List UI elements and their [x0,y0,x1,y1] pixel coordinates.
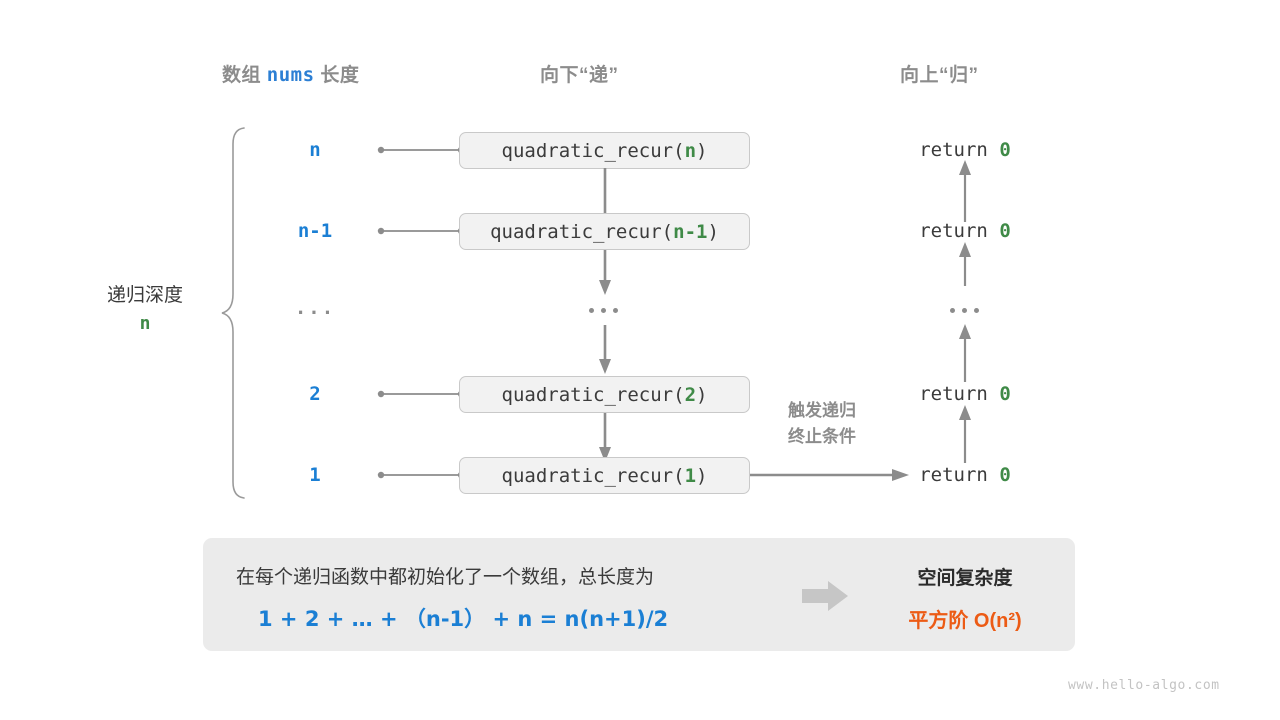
return-label-1-value: 0 [999,464,1011,486]
dot [613,308,618,313]
return-label-2-text: return [919,383,1000,405]
complexity-value: 平方阶 O(n²) [908,610,1022,632]
return-label-n-text: return [919,139,1000,161]
header-ascend: 向上“归” [900,65,979,86]
call-box-n-suffix: ) [696,139,708,162]
recursion-depth-title: 递归深度 [106,285,183,306]
header-descend: 向下“递” [540,65,619,86]
descend-arrow-3 [598,325,612,375]
level-label-1: 1 [309,464,321,486]
connector-line-n-minus-1 [376,223,466,239]
header-array-length-code: nums [266,64,315,86]
summary-formula: 1 + 2 + … + （n-1） + n = n(n+1)/2 [258,607,669,631]
dot [950,308,955,313]
return-label-1-text: return [919,464,1000,486]
descend-ellipsis [589,308,618,313]
termination-note: 触发递归 终止条件 [762,398,882,451]
header-array-length-prefix: 数组 [222,65,267,86]
level-label-2: 2 [309,383,321,405]
ascend-arrow-4 [958,405,972,463]
return-label-1: return 0 [860,464,1070,486]
return-label-n-minus-1: return 0 [860,220,1070,242]
return-label-2: return 0 [860,383,1070,405]
call-box-2-suffix: ) [696,383,708,406]
level-label-ellipsis: ... [294,297,336,319]
dot [601,308,606,313]
descend-arrow-2 [598,250,612,296]
ascend-arrow-3 [958,324,972,382]
ascend-arrow-1 [958,160,972,222]
summary-panel [203,538,1075,651]
return-label-2-value: 0 [999,383,1011,405]
dot [589,308,594,313]
connector-line-1 [376,467,466,483]
arrow-right-icon [802,580,850,612]
call-box-n-arg: n [684,139,697,162]
call-box-2[interactable]: quadratic_recur(2) [459,376,750,413]
call-box-n-prefix: quadratic_recur( [501,139,685,162]
termination-note-line1: 触发递归 [788,401,856,420]
recursion-depth-value: n [139,313,151,335]
header-array-length-suffix: 长度 [314,65,360,86]
call-box-1-suffix: ) [696,464,708,487]
return-label-n: return 0 [860,139,1070,161]
connector-line-n [376,142,466,158]
call-box-n[interactable]: quadratic_recur(n) [459,132,750,169]
recursion-depth-label: 递归深度 n [80,281,210,338]
call-box-2-arg: 2 [684,383,697,406]
depth-brace [218,126,250,500]
watermark: www.hello-algo.com [1068,678,1220,693]
complexity-title: 空间复杂度 [917,568,1013,589]
summary-text: 在每个递归函数中都初始化了一个数组，总长度为 [236,567,655,588]
call-box-n-minus-1-suffix: ) [707,220,719,243]
base-case-arrow [750,468,910,482]
call-box-n-minus-1-prefix: quadratic_recur( [490,220,674,243]
return-label-n-minus-1-text: return [919,220,1000,242]
header-array-length: 数组 nums 长度 [222,60,359,87]
dot [974,308,979,313]
return-label-n-minus-1-value: 0 [999,220,1011,242]
connector-line-2 [376,386,466,402]
termination-note-line2: 终止条件 [788,427,856,447]
level-label-n-minus-1: n-1 [297,220,333,242]
call-box-n-minus-1-arg: n-1 [673,220,708,243]
level-label-n: n [309,139,321,161]
call-box-1-prefix: quadratic_recur( [501,464,685,487]
return-label-n-value: 0 [999,139,1011,161]
descend-arrow-4 [598,413,612,463]
call-box-2-prefix: quadratic_recur( [501,383,685,406]
call-box-n-minus-1[interactable]: quadratic_recur(n-1) [459,213,750,250]
dot [962,308,967,313]
ascend-arrow-2 [958,242,972,286]
call-box-1[interactable]: quadratic_recur(1) [459,457,750,494]
ascend-ellipsis [950,308,979,313]
call-box-1-arg: 1 [684,464,697,487]
